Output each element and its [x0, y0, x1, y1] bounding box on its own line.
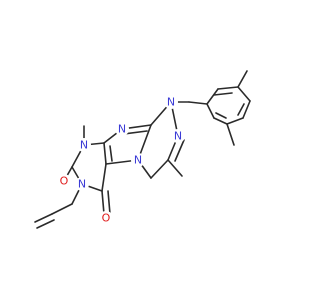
bond: [188, 101, 208, 105]
nitrogen-atom: N: [77, 138, 91, 152]
atom-label: O: [102, 212, 111, 225]
atom-label: O: [60, 175, 69, 188]
bond: [206, 103, 215, 119]
bond: [213, 117, 228, 125]
bond: [174, 139, 185, 162]
bond: [51, 203, 73, 215]
atom-label: N: [80, 139, 88, 152]
bond: [237, 70, 248, 88]
bond: [237, 86, 251, 102]
nitrogen-atom: N: [171, 129, 185, 143]
bond: [109, 145, 113, 162]
bond: [215, 112, 227, 119]
bond: [36, 219, 55, 229]
nitrogen-atom: N: [131, 153, 145, 167]
atom-label: N: [174, 130, 182, 143]
atom-label: N: [78, 178, 86, 191]
bond: [226, 117, 244, 125]
bond: [226, 123, 235, 146]
bond: [242, 100, 251, 119]
bond: [34, 213, 53, 223]
bond: [101, 190, 105, 215]
nitrogen-atom: N: [75, 177, 89, 191]
bond: [167, 159, 183, 177]
nitrogen-atom: N: [115, 122, 129, 136]
bond: [213, 92, 233, 96]
bond-layer: [34, 70, 251, 229]
bond: [237, 103, 245, 116]
bond: [101, 163, 107, 192]
oxygen-atom: O: [99, 211, 113, 225]
oxygen-atom: O: [57, 174, 71, 188]
nitrogen-atom: N: [164, 95, 178, 109]
atom-layer: N N N N N N O: [57, 95, 185, 225]
bond: [150, 159, 169, 179]
molecule-diagram: N N N N N N O: [34, 70, 251, 229]
atom-label: N: [134, 154, 142, 167]
bond: [107, 190, 111, 215]
bond: [123, 130, 148, 135]
atom-label: N: [167, 96, 175, 109]
bond: [206, 88, 219, 105]
bond: [103, 142, 107, 165]
bond: [217, 86, 239, 90]
atom-label: N: [118, 123, 126, 136]
molecule-structure: N N N N N N O: [34, 70, 251, 229]
